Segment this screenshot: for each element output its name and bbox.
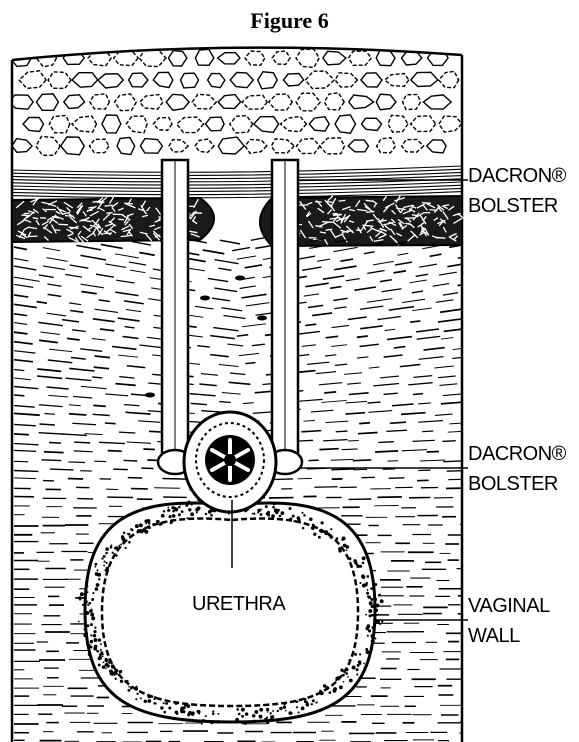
bolster-top-label-line2: BOLSTER: [468, 195, 558, 217]
urethra: [184, 412, 276, 512]
fascia-band: [12, 166, 462, 198]
fat-layer: [9, 49, 462, 155]
suture-right: [272, 160, 298, 460]
urethra-label: URETHRA: [192, 593, 286, 615]
bolster-mid-label-line2: BOLSTER: [468, 473, 558, 495]
bolster-top-label-line1: DACRON®: [468, 165, 567, 187]
bolster-mid-label-line1: DACRON®: [468, 443, 567, 465]
vaginal-wall-label-line1: VAGINAL: [468, 595, 550, 617]
suture-left: [162, 160, 188, 460]
vaginal-wall-label-line2: WALL: [468, 625, 520, 647]
